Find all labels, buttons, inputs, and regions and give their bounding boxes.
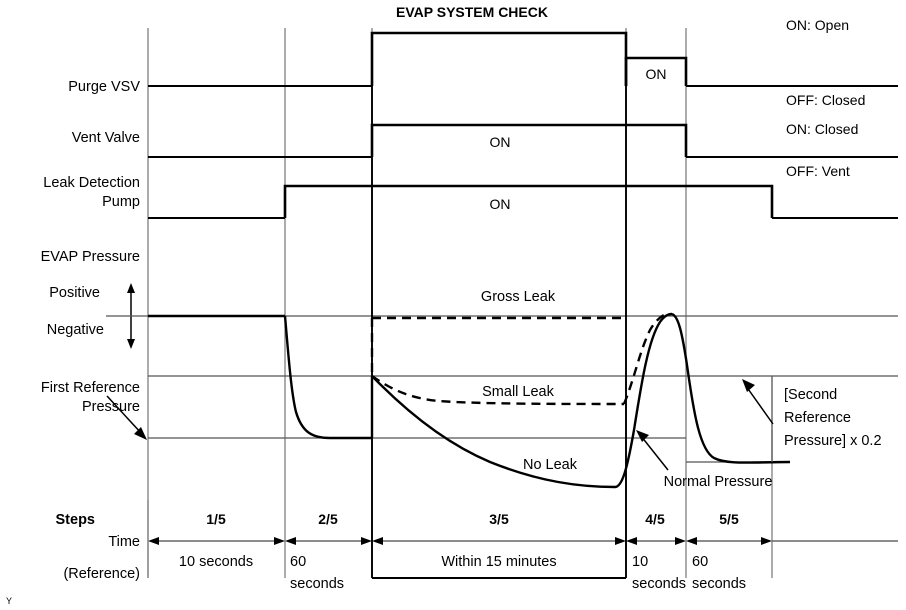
dim-arrow-5-head-left	[686, 537, 697, 545]
label-first-reference-line1: First Reference	[41, 380, 140, 396]
step-duration-2-line1: 60	[290, 554, 306, 570]
purge-vsv-on-pulse-main	[370, 31, 628, 86]
sr-arrow-shaft	[745, 385, 774, 425]
step-duration-5-line1: 60	[692, 554, 708, 570]
np-arrow-head	[636, 430, 649, 442]
row-vent-valve: Vent Valve ON	[72, 123, 898, 158]
pressure-curves: Gross Leak Small Leak No Leak Normal Pre…	[148, 289, 791, 490]
curve-label-no-leak: No Leak	[523, 457, 578, 473]
np-arrow-shaft	[640, 435, 669, 471]
step-name-2: 2/5	[318, 511, 338, 527]
second-reference-leader-arrow-icon	[742, 379, 774, 425]
on-label-leak-detection-pump: ON	[490, 196, 511, 212]
step-name-5: 5/5	[719, 511, 739, 527]
fr-arrow-head	[134, 427, 147, 440]
right-legend: ON: Open OFF: Closed ON: Closed OFF: Ven…	[786, 17, 865, 179]
annotation-second-reference-line3: Pressure] x 0.2	[784, 433, 882, 449]
step-duration-4-line1: 10	[632, 554, 648, 570]
annotation-second-reference-line1: [Second	[784, 387, 837, 403]
dim-arrow-1-head-left	[148, 537, 159, 545]
legend-on-closed: ON: Closed	[786, 121, 858, 137]
dim-arrow-2-head-right	[361, 537, 372, 545]
step-name-4: 4/5	[645, 511, 665, 527]
curve-label-small-leak: Small Leak	[482, 384, 554, 400]
steps-header: Steps	[56, 512, 96, 528]
label-leak-detection-pump-line1: Leak Detection	[43, 175, 140, 191]
label-first-reference-line2: Pressure	[82, 399, 140, 415]
sr-arrow-head	[742, 379, 755, 392]
label-evap-pressure: EVAP Pressure	[41, 249, 140, 265]
step-duration-4-line2: seconds	[632, 576, 686, 592]
legend-off-vent: OFF: Vent	[786, 163, 850, 179]
dim-arrow-3-head-right	[615, 537, 626, 545]
vent-valve-on-pulse	[370, 123, 688, 157]
step-duration-3: Within 15 minutes	[441, 554, 556, 570]
dim-arrow-4-head-right	[675, 537, 686, 545]
label-negative: Negative	[47, 322, 104, 338]
curve-no-leak-step3	[371, 375, 616, 489]
pn-arrow-head-down	[127, 339, 135, 349]
step3-bounding-frame	[371, 33, 627, 579]
dim-arrow-1-head-right	[274, 537, 285, 545]
row-leak-detection-pump: Leak Detection Pump ON	[43, 175, 898, 219]
curve-label-gross-leak: Gross Leak	[481, 289, 556, 305]
pn-arrow-head-up	[127, 283, 135, 293]
time-header: Time	[108, 534, 140, 550]
page-title: EVAP SYSTEM CHECK	[396, 4, 548, 20]
curve-no-leak-step2	[283, 315, 372, 440]
second-reference-annotation: [Second Reference Pressure] x 0.2	[742, 376, 882, 462]
label-leak-detection-pump-line2: Pump	[102, 194, 140, 210]
pressure-axis-labels: EVAP Pressure Positive Negative First Re…	[41, 249, 147, 440]
dim-arrow-2-head-left	[285, 537, 296, 545]
on-label-purge-vsv: ON	[646, 66, 667, 82]
step-duration-5-line2: seconds	[692, 576, 746, 592]
legend-on-open: ON: Open	[786, 17, 849, 33]
step-duration-2-line2: seconds	[290, 576, 344, 592]
pump-on-pulse	[283, 184, 774, 218]
annotation-second-reference-line2: Reference	[784, 410, 851, 426]
legend-off-closed: OFF: Closed	[786, 92, 865, 108]
dim-arrow-5-head-right	[761, 537, 772, 545]
curve-normal-pressure-step5	[671, 312, 791, 464]
fr-arrow-shaft	[106, 395, 143, 435]
label-positive: Positive	[49, 285, 100, 301]
step-name-3: 3/5	[489, 511, 509, 527]
label-vent-valve: Vent Valve	[72, 130, 140, 146]
step-name-1: 1/5	[206, 511, 226, 527]
steps-time-axis: Steps Time (Reference) 1/5 2/5 3/5 4/5 5…	[56, 511, 898, 592]
first-reference-leader-arrow-icon	[106, 395, 147, 440]
corner-mark: Y	[6, 596, 12, 606]
time-dimension-arrows	[148, 537, 898, 545]
curve-small-leak-rise	[622, 311, 669, 405]
step-duration-1: 10 seconds	[179, 554, 253, 570]
dim-arrow-3-head-left	[372, 537, 383, 545]
curve-label-normal-pressure: Normal Pressure	[664, 474, 773, 490]
row-purge-vsv: Purge VSV ON	[68, 31, 898, 95]
normal-pressure-leader-arrow-icon	[636, 430, 669, 471]
vertical-gridlines	[147, 28, 773, 578]
on-label-vent-valve: ON	[490, 134, 511, 150]
dim-arrow-4-head-left	[626, 537, 637, 545]
curve-no-leak-step4-rise	[614, 312, 673, 489]
reference-header: (Reference)	[63, 566, 140, 582]
label-purge-vsv: Purge VSV	[68, 79, 140, 95]
